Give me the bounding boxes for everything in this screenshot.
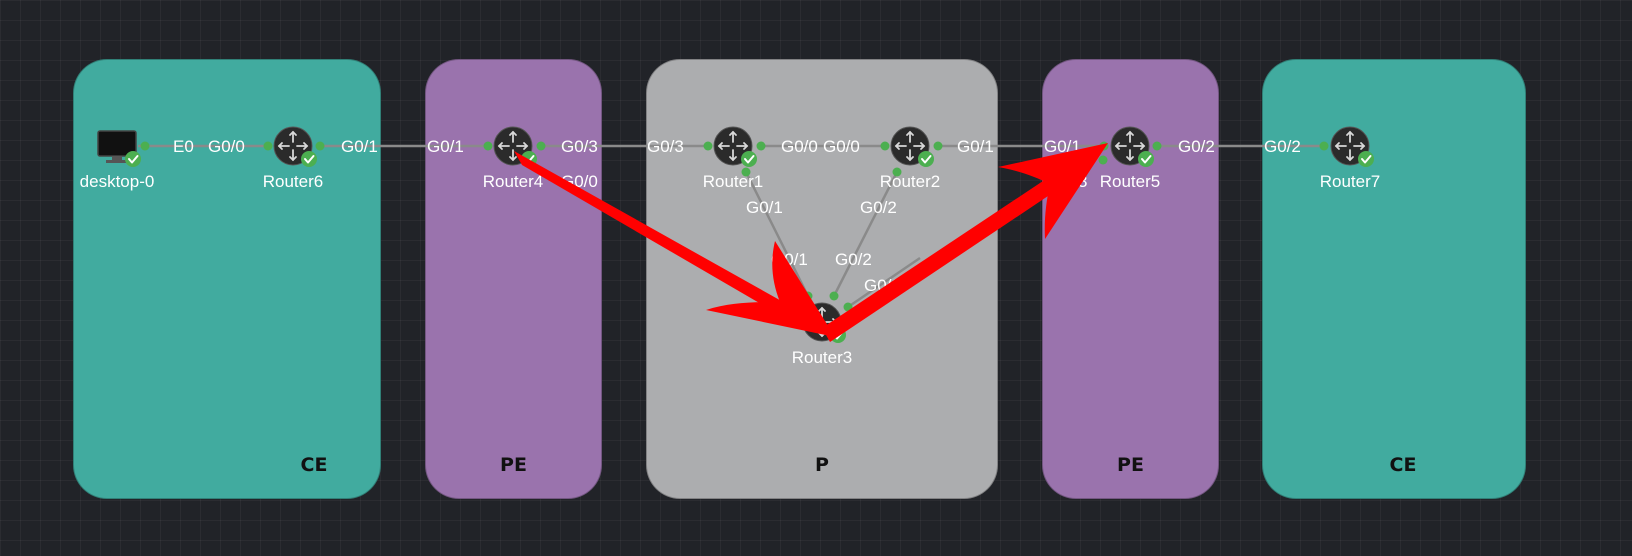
zone-label-ce-left: CE (300, 454, 328, 476)
node-router6[interactable] (273, 126, 318, 168)
port-dot[interactable] (1319, 141, 1329, 151)
node-label: Router6 (263, 172, 323, 191)
node-label: Router3 (792, 348, 852, 367)
node-label: Router5 (1100, 172, 1160, 191)
port-label: G0/1 (746, 198, 783, 217)
zone-label-pe-right: PE (1117, 454, 1144, 476)
node-label: Router1 (703, 172, 763, 191)
port-label: G0/1 (957, 137, 994, 156)
port-dot[interactable] (880, 141, 890, 151)
port-dot[interactable] (829, 291, 839, 301)
node-router7[interactable] (1330, 126, 1375, 168)
links (138, 144, 1328, 309)
port-label: G0/0 (781, 137, 818, 156)
port-dot[interactable] (756, 141, 766, 151)
port-dot[interactable] (263, 141, 273, 151)
node-router5[interactable] (1110, 126, 1155, 168)
link-router1-router3[interactable] (744, 171, 810, 297)
zone-label-pe-left: PE (500, 454, 527, 476)
port-dot[interactable] (536, 141, 546, 151)
zone-ce-right: CE (1262, 59, 1526, 499)
port-dot[interactable] (892, 167, 902, 177)
port-label: G0/1 (427, 137, 464, 156)
port-label: G0/2 (1178, 137, 1215, 156)
port-dot[interactable] (1152, 141, 1162, 151)
port-dot[interactable] (140, 141, 150, 151)
status-ok-icon (300, 150, 318, 168)
status-ok-icon (124, 150, 142, 168)
node-desktop-0[interactable] (97, 130, 142, 168)
arrow-shaft (822, 177, 1057, 342)
link-router3-router5[interactable] (847, 256, 921, 309)
arrow-shaft (514, 151, 785, 315)
node-label: Router7 (1320, 172, 1380, 191)
zone-label-ce-right: CE (1389, 454, 1417, 476)
path-annotation (514, 143, 1108, 342)
zone-label-p: P (815, 454, 829, 476)
port-label: G0/2 (835, 250, 872, 269)
node-label: Router4 (483, 172, 543, 191)
port-label: G0/3 (561, 137, 598, 156)
port-label: G0/0 (823, 137, 860, 156)
port-label: E0 (173, 137, 194, 156)
port-labels: E0 G0/0 G0/1 G0/1 G0/3 G0/0 G0/3 G0/0 G0… (173, 137, 1301, 295)
node-label: Router2 (880, 172, 940, 191)
port-label: G0/0 (208, 137, 245, 156)
arrow-head-icon (998, 143, 1108, 239)
port-label: G0/2 (860, 198, 897, 217)
port-label: G0/3 (647, 137, 684, 156)
status-ok-icon (1137, 150, 1155, 168)
port-dot[interactable] (741, 167, 751, 177)
port-dot[interactable] (703, 141, 713, 151)
status-ok-icon (917, 150, 935, 168)
node-router2[interactable] (890, 126, 935, 168)
link-router2-router3[interactable] (832, 171, 899, 297)
port-label: G0/2 (1264, 137, 1301, 156)
port-dot[interactable] (483, 141, 493, 151)
monitor-icon (97, 130, 137, 163)
arrow-head-icon (706, 241, 835, 337)
port-dot[interactable] (315, 141, 325, 151)
port-label: G0/1 (341, 137, 378, 156)
port-dot[interactable] (933, 141, 943, 151)
status-ok-icon (1357, 150, 1375, 168)
zone-pe-left: PE (425, 59, 602, 499)
zone-p: P (646, 59, 998, 499)
node-router1[interactable] (713, 126, 758, 168)
node-label: desktop-0 (80, 172, 155, 191)
port-dot[interactable] (1098, 155, 1108, 165)
status-ok-icon (740, 150, 758, 168)
